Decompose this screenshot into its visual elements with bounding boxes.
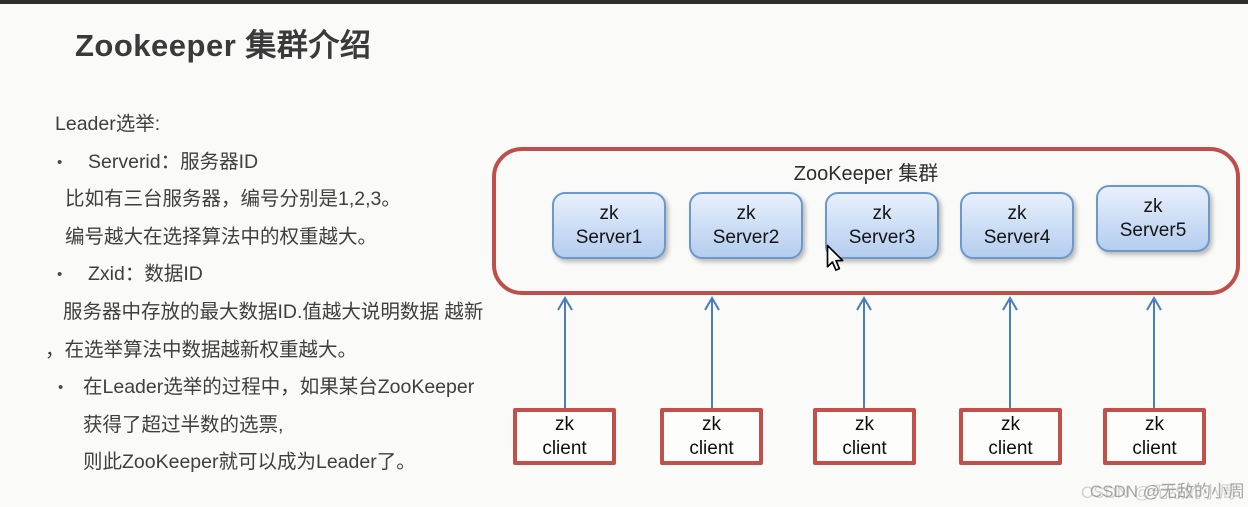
zk-server-label: zk [736,202,756,224]
watermark: CSDN @无敌的小周 [1089,482,1245,501]
leader-election-notes: Leader选举: • Serverid：服务器ID 比如有三台服务器，编号分别是… [45,106,530,482]
mouse-cursor-icon [826,244,844,271]
arrow-up-icon [557,296,1162,408]
client-server-arrows [557,296,1162,408]
text-line: • 在Leader选举的过程中，如果某台ZooKeeper [45,369,530,407]
zk-client-box-5: zk client [1103,408,1206,465]
zk-server-label: Server1 [575,226,643,248]
zk-client-label: client [689,437,734,459]
text-line-label: Serverid：服务器ID [88,150,259,173]
text-line: ，在选举算法中数据越新权重越大。 [45,338,358,361]
zk-server-box-1: zk Server1 [552,192,666,259]
zk-client-box-4: zk client [959,408,1062,465]
text-line: 则此ZooKeeper就可以成为Leader了。 [83,451,416,474]
text-line: 服务器中存放的最大数据ID.值越大说明数据 越新 [63,300,484,323]
zk-client-label: zk [855,413,874,435]
zk-server-label: Server3 [848,226,916,248]
zk-client-label: client [988,437,1033,459]
zk-client-box-2: zk client [660,408,763,465]
zk-client-label: zk [702,413,721,435]
zk-server-label: zk [1007,202,1027,224]
text-line: 获得了超过半数的选票, [83,413,284,436]
text-line: • Serverid：服务器ID [45,144,530,182]
zk-server-box-4: zk Server4 [960,192,1074,259]
zk-client-box-3: zk client [813,408,916,465]
zk-server-label: Server4 [983,226,1051,248]
text-line: 编号越大在选择算法中的权重越大。 [65,225,378,248]
top-edge-strip [0,0,1248,4]
text-line: • Zxid：数据ID [45,256,530,294]
zk-client-label: client [542,437,587,459]
bullet-icon: • [57,266,63,284]
zk-server-label: zk [599,202,619,224]
zk-server-label: zk [1143,195,1163,217]
zk-client-label: zk [1001,413,1020,435]
zk-server-label: zk [872,202,892,224]
zk-server-label: Server2 [712,226,780,248]
zk-client-label: client [1132,437,1177,459]
zk-client-label: zk [555,413,574,435]
zk-client-label: zk [1145,413,1164,435]
zk-server-box-5: zk Server5 [1096,185,1210,252]
text-line: Leader选举: [55,113,161,135]
bullet-icon: • [57,153,63,171]
zookeeper-cluster-box: ZooKeeper 集群 zk Server1 zk Server2 zk Se… [492,147,1240,295]
text-line-label: 在Leader选举的过程中，如果某台ZooKeeper [83,376,475,399]
zk-server-box-3: zk Server3 [825,192,939,259]
zk-client-label: client [842,437,887,459]
page-title: Zookeeper 集群介绍 [75,28,372,63]
cluster-label: ZooKeeper 集群 [793,163,939,185]
text-line-label: Zxid：数据ID [88,263,203,286]
bullet-icon: • [58,379,64,397]
text-line: 比如有三台服务器，编号分别是1,2,3。 [65,188,401,211]
zk-client-box-1: zk client [513,408,616,465]
zk-server-box-2: zk Server2 [689,192,803,259]
zk-server-label: Server5 [1119,219,1187,241]
